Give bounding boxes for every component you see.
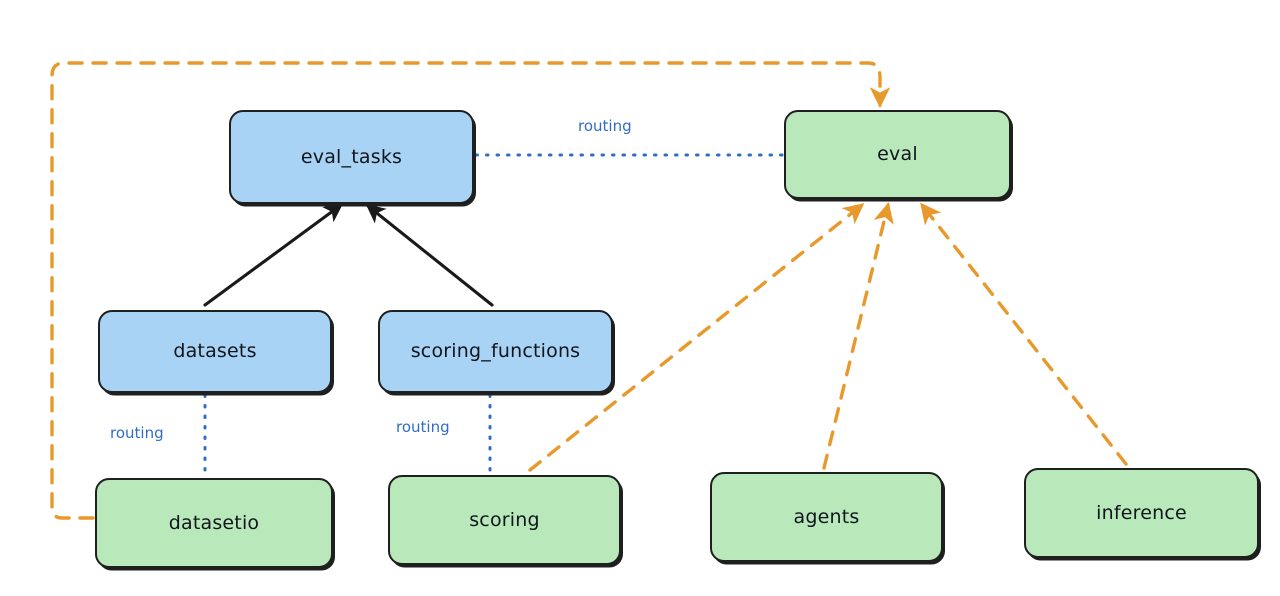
- edge-label-routing-scoring-functions-scoring: routing: [396, 418, 450, 436]
- node-agents[interactable]: agents: [710, 472, 943, 562]
- node-label: eval_tasks: [300, 145, 403, 168]
- edge-label-routing-eval-tasks-eval: routing: [578, 117, 632, 135]
- node-label: scoring: [469, 508, 540, 531]
- node-datasetio[interactable]: datasetio: [95, 478, 333, 568]
- node-label: agents: [793, 505, 860, 528]
- node-datasets[interactable]: datasets: [98, 310, 332, 393]
- node-scoring-functions[interactable]: scoring_functions: [378, 310, 613, 393]
- node-eval-tasks[interactable]: eval_tasks: [229, 110, 474, 204]
- edge-scoring_functions-to-eval_tasks: [365, 204, 494, 307]
- edge-agents-to-eval: [822, 202, 894, 470]
- edge-inference-to-eval: [920, 202, 1128, 466]
- edge-datasets-to-eval_tasks: [203, 203, 344, 307]
- edge-scoring-to-eval: [528, 203, 865, 472]
- node-eval[interactable]: eval: [784, 110, 1011, 199]
- node-label: scoring_functions: [410, 340, 581, 363]
- node-label: datasets: [173, 340, 257, 363]
- node-label: inference: [1096, 501, 1187, 524]
- node-label: eval: [877, 143, 918, 166]
- node-label: datasetio: [168, 511, 260, 534]
- node-scoring[interactable]: scoring: [388, 475, 621, 565]
- edge-datasetio-to-eval: [50, 61, 891, 520]
- edge-label-routing-datasets-datasetio: routing: [110, 424, 164, 442]
- node-inference[interactable]: inference: [1024, 468, 1259, 558]
